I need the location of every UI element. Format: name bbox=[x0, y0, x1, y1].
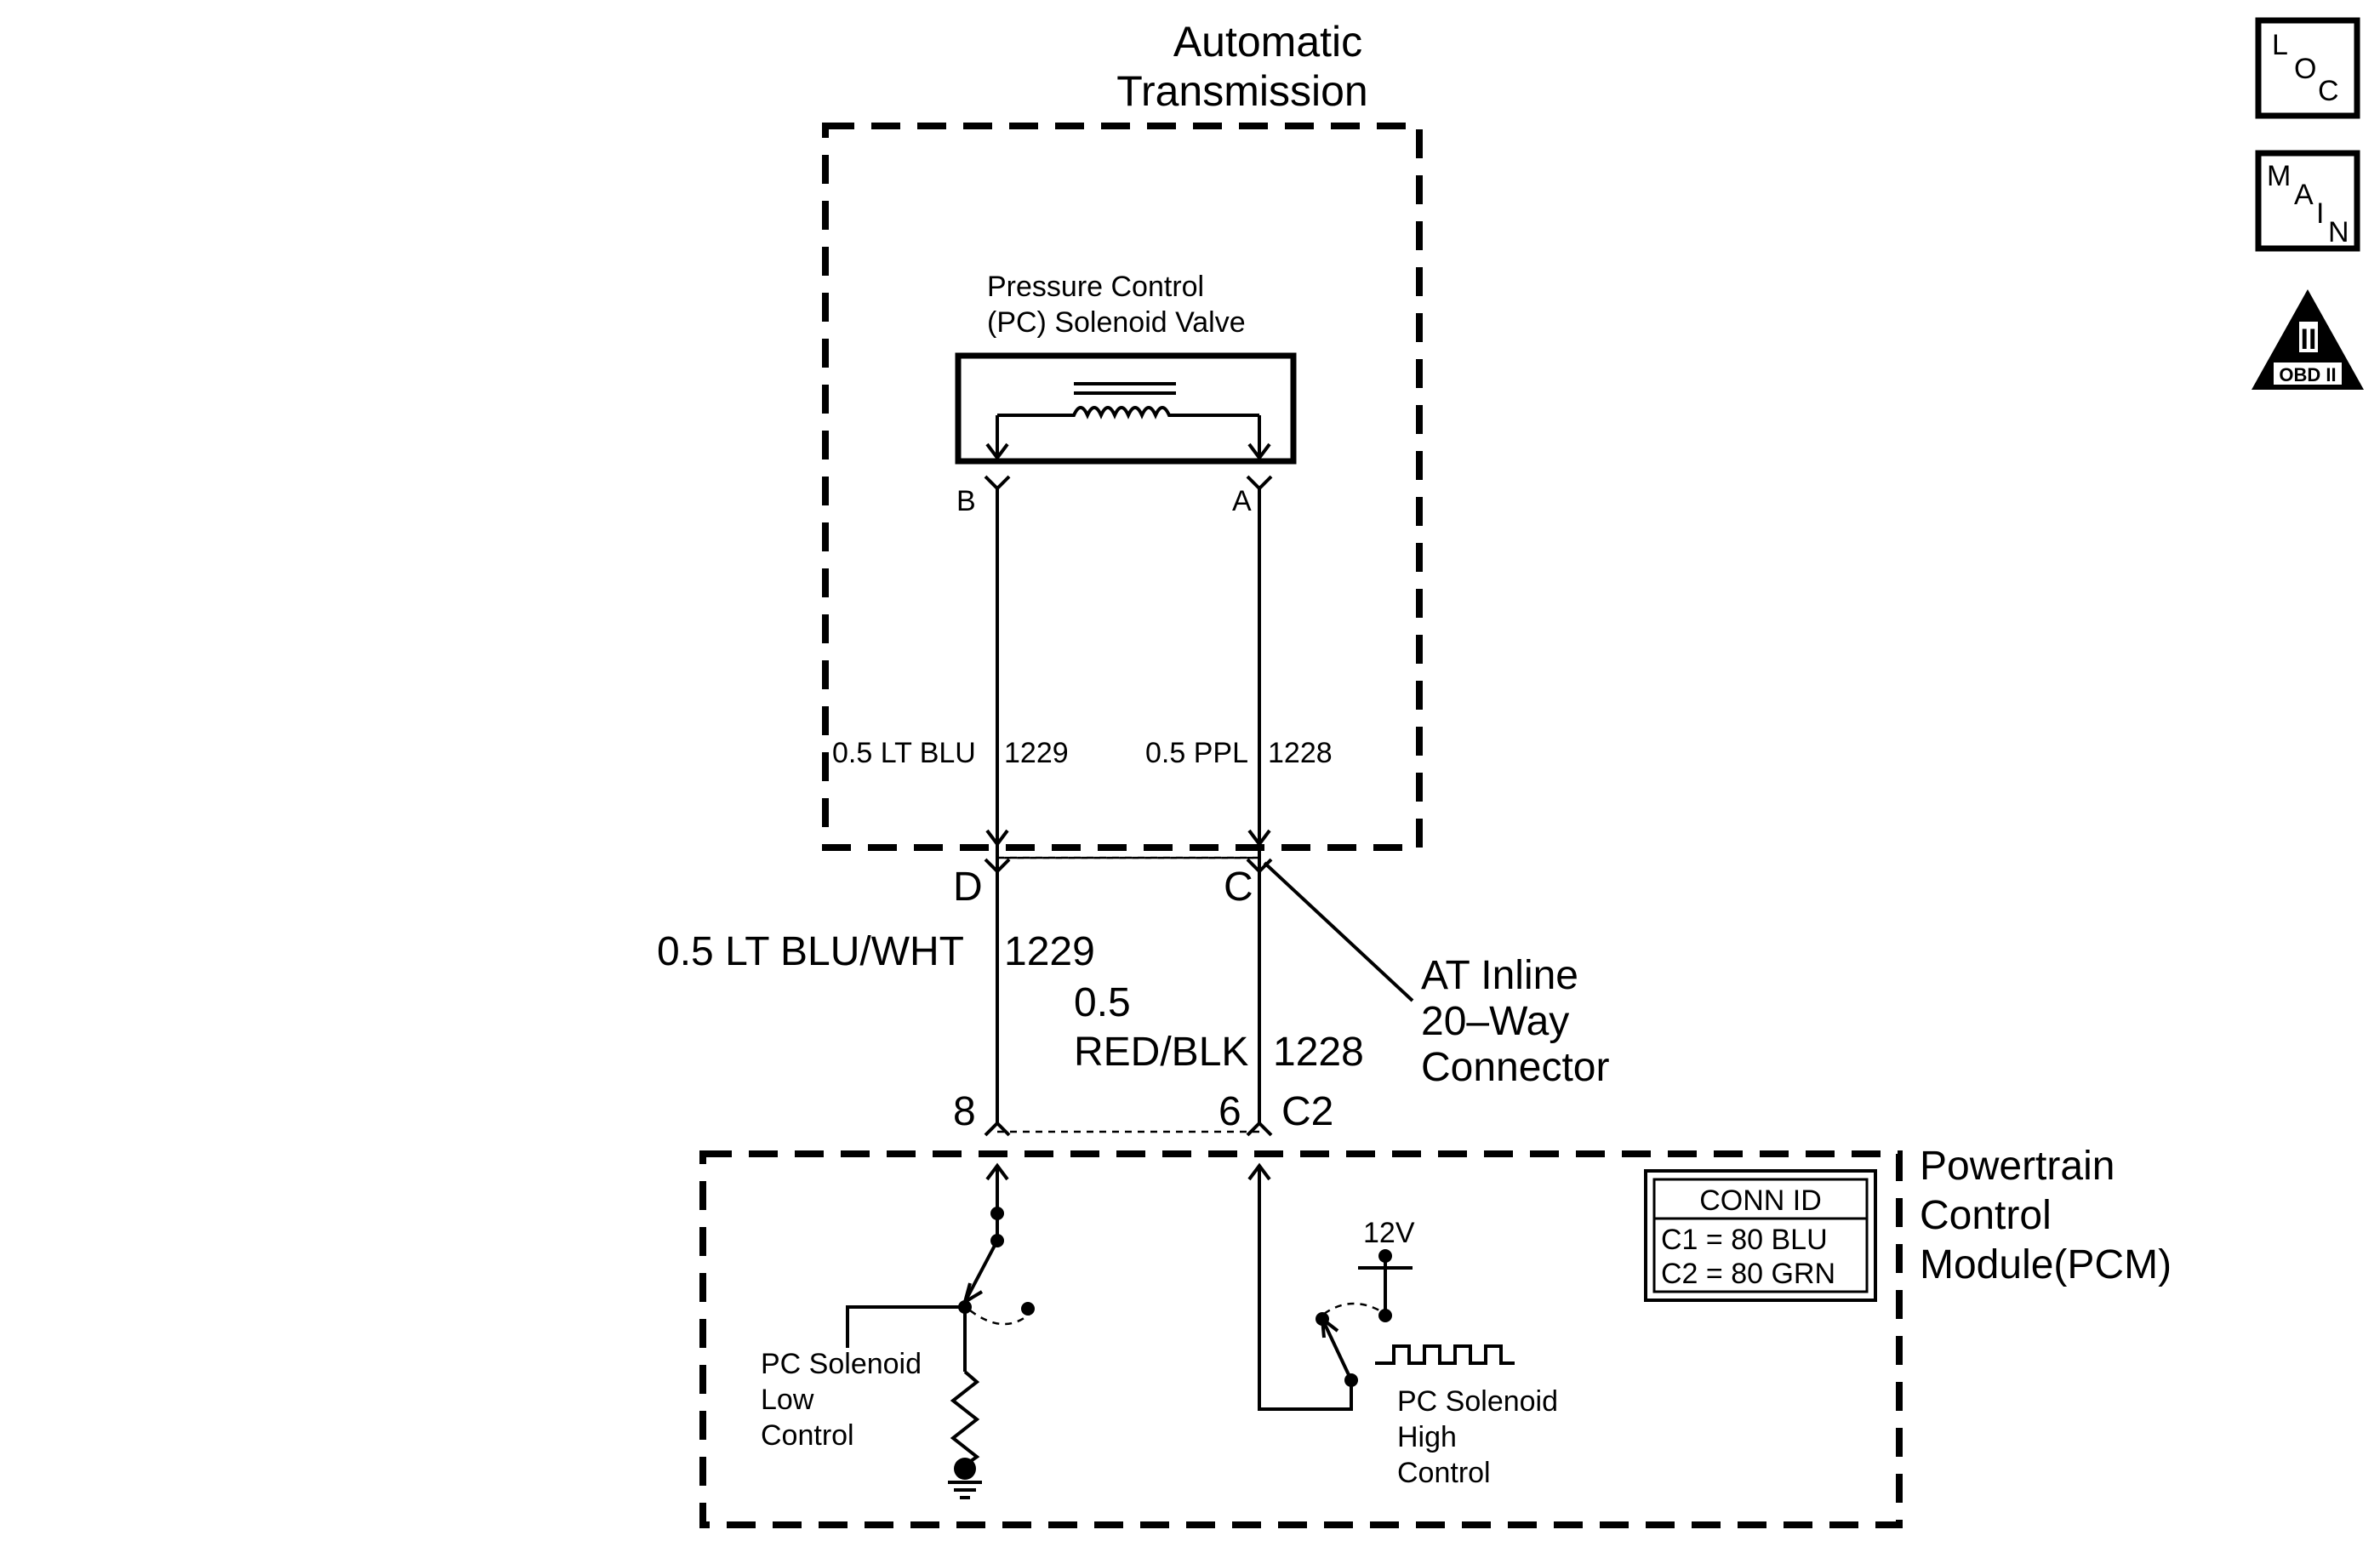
transmission-title-line1: Automatic bbox=[1173, 18, 1362, 66]
loc-letter-l: L bbox=[2272, 29, 2288, 61]
loc-icon-frame[interactable] bbox=[2255, 17, 2360, 119]
switch-travel-arc bbox=[1323, 1302, 1386, 1316]
at-inline-connector: D C AT Inline 20–Way Connector bbox=[953, 856, 1609, 1090]
main-letter-i: I bbox=[2316, 197, 2324, 230]
transmission-boundary bbox=[822, 123, 1423, 851]
transmission-title-line2: Transmission bbox=[1116, 67, 1367, 115]
inline-connector-label-line2: 20–Way bbox=[1421, 999, 1569, 1044]
pcm-connector-c2: 8 6 C2 bbox=[953, 1089, 1333, 1134]
high-control-label-line1: PC Solenoid bbox=[1397, 1385, 1558, 1418]
resistor-icon bbox=[950, 1370, 980, 1467]
obd-numeral: II bbox=[2301, 323, 2317, 356]
low-control-label-line2: Low bbox=[761, 1384, 814, 1416]
terminal-6-icon bbox=[1246, 1121, 1273, 1137]
pin-d-label: D bbox=[953, 865, 983, 910]
arrow-down-icon bbox=[1247, 442, 1271, 461]
high-control-wire bbox=[1258, 1166, 1353, 1411]
pcm-section: Powertrain Control Module(PCM) CONN ID C… bbox=[699, 1144, 2172, 1528]
conn-id-row2: C2 = 80 GRN bbox=[1661, 1258, 1835, 1290]
solenoid-label-line2: (PC) Solenoid Valve bbox=[987, 306, 1246, 339]
main-letter-a: A bbox=[2294, 179, 2314, 211]
wire-internal-right-color: 0.5 PPL bbox=[1145, 737, 1248, 769]
pin-b-label: B bbox=[956, 485, 976, 517]
pin-6-label: 6 bbox=[1219, 1089, 1241, 1134]
pin-8-label: 8 bbox=[953, 1089, 976, 1134]
wire-external-right-circuit: 1228 bbox=[1273, 1030, 1364, 1075]
main-letter-n: N bbox=[2328, 216, 2349, 248]
solenoid-coil-icon bbox=[997, 406, 1259, 420]
pcm-label-line1: Powertrain bbox=[1920, 1144, 2115, 1189]
inline-connector-label-line3: Connector bbox=[1421, 1045, 1609, 1090]
inline-connector-label-line1: AT Inline bbox=[1421, 953, 1578, 998]
pin-a-label: A bbox=[1232, 485, 1252, 517]
wire-external-right-color: RED/BLK bbox=[1074, 1030, 1248, 1075]
conn-id-table: CONN ID C1 = 80 BLU C2 = 80 GRN bbox=[1644, 1169, 1877, 1302]
pc-solenoid-valve: Pressure Control (PC) Solenoid Valve B A bbox=[955, 271, 1297, 517]
circuit-1228 bbox=[1246, 488, 1273, 1137]
main-letter-m: M bbox=[2267, 160, 2291, 192]
pin-c-label: C bbox=[1224, 865, 1253, 910]
main-icon-frame[interactable] bbox=[2255, 150, 2360, 252]
pwm-signal-icon bbox=[1375, 1344, 1515, 1365]
transmission-section: Automatic Transmission bbox=[822, 18, 1423, 851]
ground-junction-dot bbox=[954, 1458, 976, 1480]
voltage-label: 12V bbox=[1363, 1217, 1415, 1249]
wire-internal-right-circuit: 1228 bbox=[1268, 737, 1333, 769]
loc-letter-c: C bbox=[2318, 75, 2339, 107]
wire-internal-left-circuit: 1229 bbox=[1004, 737, 1069, 769]
connector-c2-label: C2 bbox=[1281, 1089, 1333, 1134]
wire-external-left-color: 0.5 LT BLU/WHT bbox=[657, 929, 964, 974]
obd-label: OBD II bbox=[2279, 364, 2336, 385]
terminal-8-icon bbox=[984, 1121, 1011, 1137]
switch-contact-dot bbox=[990, 1207, 1004, 1220]
high-control-label-line2: High bbox=[1397, 1421, 1457, 1453]
switch-pivot-dot bbox=[1316, 1312, 1329, 1326]
loc-letter-o: O bbox=[2294, 53, 2316, 85]
switch-travel-arc bbox=[969, 1309, 1030, 1326]
inline-connector-leader bbox=[1263, 861, 1414, 1002]
solenoid-label-line1: Pressure Control bbox=[987, 271, 1204, 303]
solenoid-housing bbox=[955, 352, 1297, 465]
wire-external-left-circuit: 1229 bbox=[1004, 929, 1095, 974]
conn-id-row1: C1 = 80 BLU bbox=[1661, 1224, 1828, 1256]
circuit-1229 bbox=[984, 488, 1011, 1137]
pc-solenoid-high-control: 12V PC Solenoid High Control bbox=[1247, 1162, 1558, 1489]
low-control-label-line1: PC Solenoid bbox=[761, 1348, 922, 1380]
pcm-label-line2: Control bbox=[1920, 1193, 2052, 1238]
low-control-link bbox=[846, 1305, 965, 1348]
low-control-label-line3: Control bbox=[761, 1419, 854, 1452]
pc-solenoid-low-control: PC Solenoid Low Control bbox=[761, 1162, 1035, 1499]
arrow-down-icon bbox=[985, 442, 1009, 461]
pcm-boundary bbox=[699, 1150, 1903, 1528]
wire-internal-left-color: 0.5 LT BLU bbox=[832, 737, 976, 769]
conn-id-body-cell bbox=[1652, 1217, 1869, 1293]
obd-icon[interactable]: II OBD II bbox=[2252, 289, 2364, 390]
switch-alt-contact-dot bbox=[1021, 1302, 1035, 1316]
conn-id-header: CONN ID bbox=[1699, 1184, 1822, 1217]
loc-icon[interactable]: L O C bbox=[2255, 17, 2360, 119]
terminal-b-icon bbox=[984, 475, 1011, 491]
arrow-down-icon bbox=[985, 829, 1009, 848]
main-icon[interactable]: M A I N bbox=[2255, 150, 2360, 252]
terminal-d-icon bbox=[984, 858, 1011, 874]
pcm-label-line3: Module(PCM) bbox=[1920, 1242, 2172, 1287]
switch-blade bbox=[1321, 1318, 1353, 1381]
arrow-down-icon bbox=[1247, 829, 1271, 848]
high-control-label-line3: Control bbox=[1397, 1457, 1491, 1489]
conn-id-outer bbox=[1644, 1169, 1877, 1302]
wire-external-right-size: 0.5 bbox=[1074, 980, 1131, 1025]
switch-blade bbox=[963, 1240, 999, 1303]
